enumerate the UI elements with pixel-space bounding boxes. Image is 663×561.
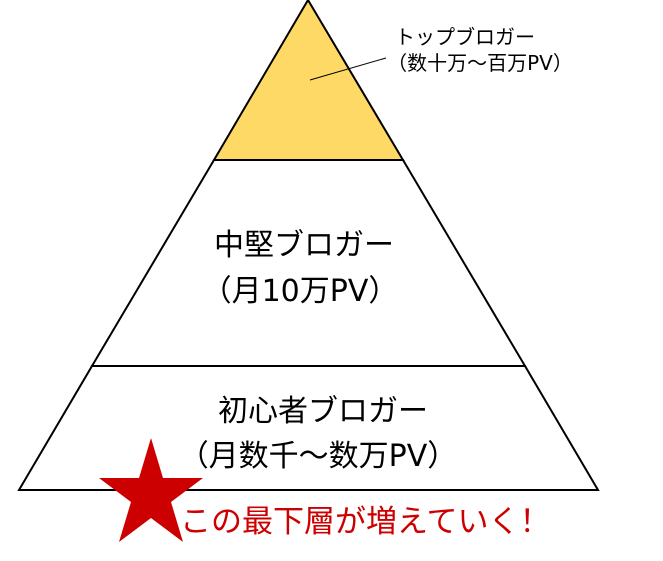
top-tier-title: トップブロガー [395,25,535,49]
top-tier-subtitle: （数十万～百万PV） [387,51,573,75]
pyramid-tier-middle [90,159,527,367]
annotation-text: この最下層が増えていく！ [180,504,550,540]
middle-tier-subtitle: （月10万PV） [202,274,399,309]
star-icon [99,438,203,542]
top-tier-callout-line [309,57,387,81]
pyramid-tier-top [212,0,405,161]
bottom-tier-title: 初心者ブロガー [218,394,428,429]
middle-tier-title: 中堅ブロガー [214,228,394,263]
bottom-tier-subtitle: （月数千～数万PV） [179,439,458,474]
